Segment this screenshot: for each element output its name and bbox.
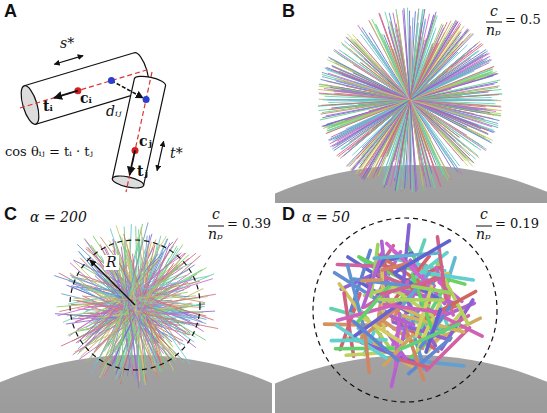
rod — [332, 66, 488, 134]
rod — [327, 76, 494, 125]
distance-label: dᵢⱼ — [106, 104, 121, 119]
rod — [78, 264, 182, 354]
rod — [87, 258, 158, 342]
rod — [136, 236, 147, 379]
rod — [400, 324, 459, 349]
dimension-label: s* — [60, 36, 74, 51]
fraction-value: = 0.39 — [227, 217, 271, 231]
rod — [333, 54, 487, 147]
rod — [339, 79, 481, 121]
enclosing-circle — [70, 240, 200, 370]
rod — [397, 359, 429, 368]
panel-letter: B — [282, 2, 295, 22]
fraction-denominator: nₚ — [486, 23, 501, 38]
rod-bundle — [318, 8, 501, 192]
rod — [413, 286, 451, 293]
rod-j — [111, 72, 165, 192]
fraction-denominator: nₚ — [476, 227, 491, 242]
vector-label: cᵢ — [80, 91, 92, 106]
rod — [344, 293, 354, 356]
rod — [134, 277, 162, 321]
rod — [324, 72, 497, 129]
panel-letter: A — [4, 2, 17, 22]
rod — [109, 294, 180, 300]
direction-arrow — [54, 91, 78, 98]
rod — [362, 278, 381, 283]
distance-arrow — [111, 81, 143, 98]
rod — [391, 316, 414, 324]
direction-arrow — [130, 150, 135, 174]
rod — [104, 248, 157, 362]
rod — [108, 280, 135, 347]
equation: cos θᵢⱼ = tᵢ · tⱼ — [5, 145, 93, 159]
vector-label: cⱼ — [139, 134, 152, 149]
rod — [329, 57, 492, 143]
vector-label: tᵢ — [43, 99, 53, 114]
fraction-numerator: c — [212, 207, 220, 222]
vector-label: tⱼ — [137, 164, 148, 179]
rod — [353, 321, 398, 360]
rod — [334, 50, 486, 151]
dimension-arrow — [54, 56, 83, 65]
rod — [328, 72, 492, 128]
rod — [115, 282, 144, 310]
rod — [384, 305, 447, 314]
floor — [275, 355, 547, 413]
closest-point — [143, 96, 150, 103]
dimension-label: t* — [170, 146, 183, 161]
floor — [275, 165, 547, 203]
rod — [326, 66, 494, 133]
panel-letter: D — [282, 205, 295, 225]
fraction-value: = 0.5 — [505, 13, 541, 27]
radius-label: R — [104, 255, 119, 270]
rod — [121, 247, 139, 387]
rod — [322, 77, 497, 124]
rod — [112, 223, 148, 357]
fraction-numerator: c — [490, 4, 498, 19]
rod — [424, 273, 473, 280]
rod — [322, 74, 498, 127]
fraction-numerator: c — [480, 207, 488, 222]
fraction-value: = 0.19 — [495, 217, 539, 231]
rod — [404, 322, 424, 380]
rod — [395, 241, 450, 273]
rod — [332, 70, 487, 130]
rod — [427, 291, 476, 318]
rod-bundle — [324, 225, 482, 387]
rod — [426, 309, 440, 352]
dimension-arrow — [157, 141, 164, 170]
parameter-label: α = 50 — [302, 210, 350, 225]
rod — [379, 298, 443, 302]
rod — [331, 53, 490, 146]
rod-bundle — [55, 223, 218, 388]
closest-point — [108, 77, 115, 84]
panel-letter: C — [4, 205, 17, 225]
enclosing-circle — [313, 218, 497, 402]
parameter-label: α = 200 — [30, 210, 87, 225]
rod — [327, 68, 493, 133]
fraction-denominator: nₚ — [208, 227, 223, 242]
